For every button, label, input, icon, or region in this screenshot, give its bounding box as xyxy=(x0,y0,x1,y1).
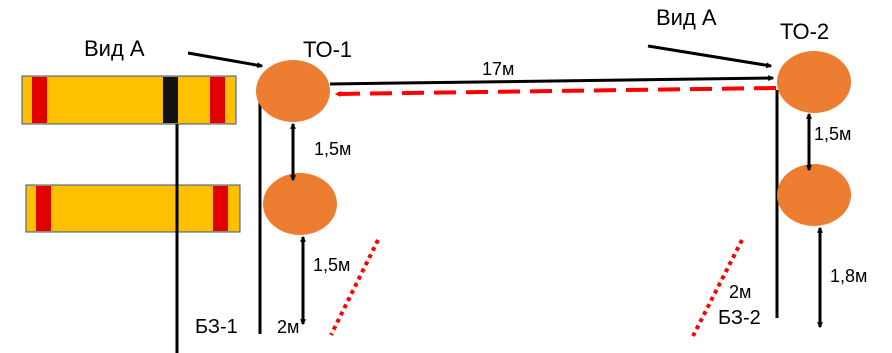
to2-lower-label: 1,8м xyxy=(830,266,867,286)
bz1-boundary-line xyxy=(329,239,380,336)
view-a-left-label: Вид А xyxy=(84,36,145,61)
barrier-bar-upper xyxy=(21,75,237,125)
to1-zone-label: 2м xyxy=(277,317,299,337)
view-a-left-arrow xyxy=(187,51,264,69)
to2-gap-label: 1,5м xyxy=(814,124,851,144)
barrier-bar-lower xyxy=(25,184,241,233)
to2-lower-circle xyxy=(777,164,851,226)
to1-upper-circle xyxy=(256,60,330,122)
to1-lower-circle xyxy=(263,173,337,235)
to2-zone-label: 2м xyxy=(729,282,751,302)
bz2-label: БЗ-2 xyxy=(718,307,761,329)
bz1-label: БЗ-1 xyxy=(195,316,238,338)
to1-gap-label: 1,5м xyxy=(314,139,351,159)
return-arrow xyxy=(334,86,777,97)
span-arrow xyxy=(329,75,775,86)
view-a-right-arrow xyxy=(647,44,773,69)
to2-label: ТО-2 xyxy=(780,19,829,44)
to1-lower-label: 1,5м xyxy=(313,255,350,275)
span-distance-label: 17м xyxy=(482,59,514,79)
bz2-boundary-line xyxy=(691,239,744,337)
view-a-right-label: Вид А xyxy=(656,5,717,30)
to1-label: ТО-1 xyxy=(303,37,352,62)
to2-upper-circle xyxy=(777,51,851,113)
